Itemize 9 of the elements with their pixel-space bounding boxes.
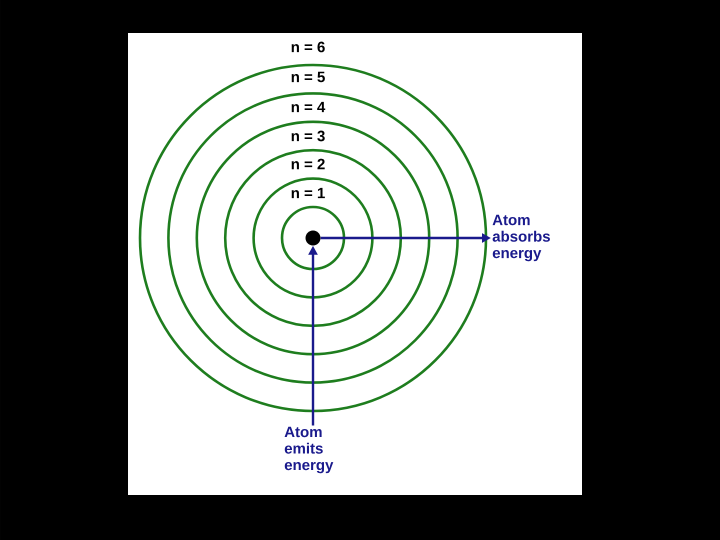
level-label: n = 3	[290, 130, 326, 142]
level-label: n = 5	[290, 70, 326, 84]
nucleus	[306, 230, 320, 246]
caption-text: Atom emits energy	[284, 426, 334, 474]
caption-text: Atom absorbs energy	[492, 214, 550, 262]
level-label: n = 2	[290, 158, 326, 170]
level-label: n = 1	[290, 186, 326, 200]
level-label: n = 6	[290, 40, 326, 54]
level-label: n = 4	[290, 100, 326, 114]
